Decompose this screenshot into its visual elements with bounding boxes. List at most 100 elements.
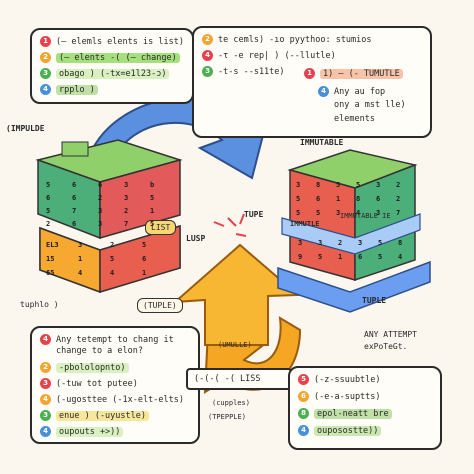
- grid-cell-number: 4: [78, 269, 83, 277]
- orange-arrow-big: [172, 243, 301, 346]
- note-line: ony a mst lle): [334, 100, 406, 110]
- grid-cell-number: 2: [98, 194, 103, 202]
- grid-cell-number: 3: [376, 181, 381, 189]
- note-line: 3(-tuw tot putee): [40, 378, 138, 389]
- grid-cell-number: 5: [150, 194, 155, 202]
- grid-cell-number: 3: [78, 241, 83, 249]
- left-block-top: [35, 139, 183, 240]
- grid-cell-number: 6: [72, 220, 77, 228]
- note-line: change to a elon?: [56, 346, 143, 356]
- grid-cell-number: 5: [356, 181, 361, 189]
- grid-cell-number: 6: [46, 194, 51, 202]
- note-line: 3-t-s -‑s11te): [202, 66, 285, 77]
- note-line: 2(— elents -( (— change): [40, 52, 180, 63]
- grid-cell-number: 5: [378, 239, 383, 247]
- grid-cell-number: 3: [336, 209, 341, 217]
- label-expotegt: exPoTeGt.: [364, 342, 408, 351]
- label-immutable: IMMUTABLE: [300, 138, 344, 147]
- note-line: 1(— elemls elents is list): [40, 36, 184, 47]
- grid-cell-number: 6: [72, 181, 77, 189]
- grid-cell-number: 1: [142, 269, 147, 277]
- note-line: 2-pbololopnto): [40, 362, 129, 373]
- label-tuple-right: TUPLE: [362, 296, 387, 305]
- grid-cell-number: 2: [110, 241, 115, 249]
- grid-cell-number: 3: [298, 239, 303, 247]
- note-line: 5(-z-ssuubtle): [298, 374, 381, 385]
- grid-cell-number: 3: [376, 209, 381, 217]
- grid-cell-number: 3: [358, 239, 363, 247]
- label-tuplo: tuphlo ): [20, 300, 59, 309]
- grid-cell-number: 5: [336, 181, 341, 189]
- grid-cell-number: 5: [296, 209, 301, 217]
- grid-cell-number: 6: [358, 253, 363, 261]
- grid-cell-number: 1: [336, 195, 341, 203]
- grid-cell-number: 6: [142, 255, 147, 263]
- note-line: 6(-e-a-suptts): [298, 391, 381, 402]
- grid-cell-number: 5: [318, 253, 323, 261]
- grid-cell-number: 8: [356, 195, 361, 203]
- label-tupe: TUPE: [244, 210, 264, 219]
- grid-cell-number: 5: [378, 253, 383, 261]
- left-block-bottom: [39, 224, 181, 294]
- grid-cell-number: 5: [46, 207, 51, 215]
- grid-cell-number: 5: [142, 241, 147, 249]
- grid-cell-number: 7: [124, 220, 129, 228]
- grid-cell-number: 3: [296, 181, 301, 189]
- grid-cell-number: 5: [150, 220, 155, 228]
- grid-cell-number: 2: [46, 220, 51, 228]
- label-immutle: IMMUTLE: [290, 220, 320, 228]
- grid-cell-number: 4: [398, 253, 403, 261]
- grid-cell-number: b: [150, 181, 155, 189]
- grid-cell-number: 1: [150, 207, 155, 215]
- grid-cell-number: 9: [298, 253, 303, 261]
- note-line: 4-τ -e rep| ) (-‑llutle): [202, 50, 336, 61]
- liss-line: (-(-( -( LISS: [186, 368, 292, 390]
- grid-cell-number: 2: [124, 207, 129, 215]
- grid-cell-number: 4: [110, 269, 115, 277]
- notes-box-top-left: 1(— elemls elents is list) 2(— elents -(…: [30, 28, 194, 104]
- grid-cell-number: 7: [396, 209, 401, 217]
- grid-cell-number: 6: [98, 181, 103, 189]
- grid-cell-number: EL3: [46, 241, 59, 249]
- grid-cell-number: 1: [78, 255, 83, 263]
- grid-cell-number: 3: [98, 220, 103, 228]
- grid-cell-number: 15: [46, 255, 55, 263]
- label-cupples: (cupples): [212, 399, 250, 407]
- grid-cell-number: 8: [316, 181, 321, 189]
- grid-cell-number: 5: [46, 181, 51, 189]
- grid-cell-number: 2: [338, 239, 343, 247]
- grid-cell-number: 5: [110, 255, 115, 263]
- grid-cell-number: 65: [46, 269, 55, 277]
- grid-cell-number: 3: [98, 207, 103, 215]
- grid-cell-number: 3: [318, 239, 323, 247]
- grid-cell-number: 5: [316, 209, 321, 217]
- label-umulle: (UMULLE): [218, 341, 252, 349]
- label-tpepple: (TPEPPLE): [208, 413, 246, 421]
- grid-cell-number: 4: [356, 209, 361, 217]
- label-list: LIST: [145, 220, 177, 235]
- label-lusp: LUSP: [186, 234, 206, 243]
- label-any-attempt: ANY ATTEMPT: [364, 330, 417, 339]
- label-impulde: (IMPULDE: [6, 124, 45, 133]
- grid-cell-number: 6: [316, 195, 321, 203]
- grid-cell-number: 6: [72, 194, 77, 202]
- grid-cell-number: 5: [296, 195, 301, 203]
- grid-cell-number: 6: [376, 195, 381, 203]
- right-block: [277, 149, 431, 313]
- burst-lines: [213, 213, 247, 237]
- grid-cell-number: 3: [124, 194, 129, 202]
